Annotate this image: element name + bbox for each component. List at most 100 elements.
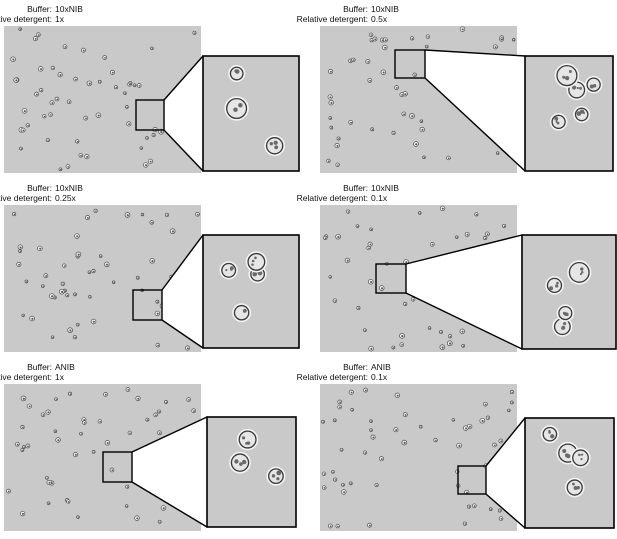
nucleus-dot: [419, 119, 424, 123]
nucleus-dot: [54, 96, 60, 102]
nucleus-dot: [46, 479, 52, 486]
nucleus-dot: [45, 138, 50, 143]
nucleus-dot: [401, 111, 407, 117]
nucleus-dot: [73, 452, 79, 458]
nucleus-dot: [20, 425, 25, 430]
nucleus-dot: [482, 401, 488, 407]
zoom-wedge: [132, 417, 207, 527]
panel-label: Buffer:10xNIB Relative detergent:0.25x: [0, 183, 116, 205]
buffer-value: 10xNIB: [55, 183, 83, 193]
nucleus-dot: [75, 139, 80, 144]
nucleus-dot: [41, 284, 45, 288]
detergent-key: Relative detergent:: [0, 14, 52, 24]
zoom-callout: [135, 55, 300, 172]
nucleus-dot: [151, 132, 156, 137]
nucleus-dot: [391, 130, 396, 135]
nucleus-dot: [149, 258, 155, 264]
nucleus-dot: [192, 30, 197, 35]
nucleus-dot: [74, 233, 80, 239]
connector-line: [485, 493, 526, 529]
nucleus-dot: [18, 27, 22, 31]
nucleus-dot: [60, 281, 65, 286]
nucleus-zoom: [573, 105, 591, 123]
nucleus-dot: [43, 273, 49, 279]
nucleus-dot: [58, 167, 63, 172]
nucleus-dot: [65, 293, 70, 298]
connector-line: [405, 292, 523, 350]
nucleus-dot: [98, 254, 103, 258]
nucleus-dot: [153, 412, 158, 418]
nucleus-dot: [157, 409, 161, 414]
nucleus-dot: [509, 390, 514, 395]
roi-box: [132, 289, 163, 321]
nucleus-dot: [382, 44, 388, 51]
nucleus-dot: [369, 419, 373, 423]
nucleus-dot: [394, 392, 400, 398]
nucleus-dot: [367, 241, 373, 247]
nucleus-dot: [399, 342, 404, 347]
nucleus-dot: [91, 450, 96, 454]
roi-box: [102, 451, 133, 483]
nucleus-dot: [348, 389, 354, 395]
nucleus-dot: [348, 58, 353, 64]
nucleus-dot: [123, 91, 127, 95]
nucleus-dot: [378, 456, 384, 462]
nucleus-dot: [195, 211, 200, 217]
nucleus-dot: [492, 442, 497, 448]
nucleus-dot: [412, 72, 417, 78]
nucleus-zoom: [224, 96, 249, 121]
nucleus-dot: [93, 208, 98, 213]
connector-line: [163, 55, 204, 101]
nucleus-dot: [427, 326, 432, 330]
nucleus-dot: [332, 298, 338, 303]
nucleus-dot: [471, 503, 477, 509]
zoom-wedge: [486, 418, 525, 528]
nucleus-dot: [87, 270, 92, 274]
nucleus-dot: [57, 72, 63, 78]
panel-label: Buffer:ANIB Relative detergent:0.1x: [297, 362, 432, 384]
nucleus-dot: [419, 126, 425, 133]
nucleus-dot: [410, 36, 415, 41]
nucleus-dot: [75, 322, 80, 327]
nucleus-dot: [46, 501, 51, 506]
nucleus-dot: [39, 88, 44, 93]
nucleus-zoom: [264, 135, 286, 157]
nucleus-zoom: [556, 304, 575, 322]
nucleus-dot: [73, 76, 78, 82]
detergent-value: 0.25x: [55, 193, 76, 203]
nucleus-dot: [485, 415, 491, 420]
nucleus-dot: [409, 113, 415, 119]
nucleus-zoom: [584, 75, 603, 94]
nucleus-dot: [351, 57, 356, 62]
nucleus-dot: [467, 504, 471, 509]
nucleus-dot: [459, 328, 465, 334]
micrograph: [4, 205, 201, 352]
nucleus-zoom: [552, 316, 573, 337]
nucleus-dot: [42, 114, 47, 119]
connector-line: [424, 77, 526, 172]
nucleus-dot: [410, 297, 416, 302]
nucleus-dot: [110, 69, 115, 75]
detergent-key: Relative detergent:: [296, 14, 368, 24]
nucleus-dot: [488, 507, 493, 512]
nucleus-dot: [370, 127, 375, 132]
nucleus-dot: [125, 387, 131, 392]
nucleus-dot: [33, 36, 38, 42]
nucleus-dot: [95, 112, 102, 118]
nucleus-dot: [512, 38, 516, 42]
nucleus-dot: [125, 484, 130, 489]
nucleus-dot: [402, 412, 408, 418]
nucleus-zoom: [236, 428, 259, 451]
nucleus-dot: [124, 212, 131, 218]
nucleus-dot: [66, 499, 71, 504]
nucleus-zoom: [228, 64, 246, 83]
nucleus-dot: [169, 228, 176, 234]
nucleus-dot: [16, 261, 22, 267]
nucleus-dot: [369, 227, 373, 232]
nucleus-dot: [40, 412, 46, 417]
nucleus-dot: [82, 420, 87, 425]
nucleus-dot: [439, 330, 443, 334]
detergent-value: 0.1x: [371, 372, 388, 382]
buffer-value: 10xNIB: [371, 4, 399, 14]
nucleus-dot: [25, 123, 30, 128]
